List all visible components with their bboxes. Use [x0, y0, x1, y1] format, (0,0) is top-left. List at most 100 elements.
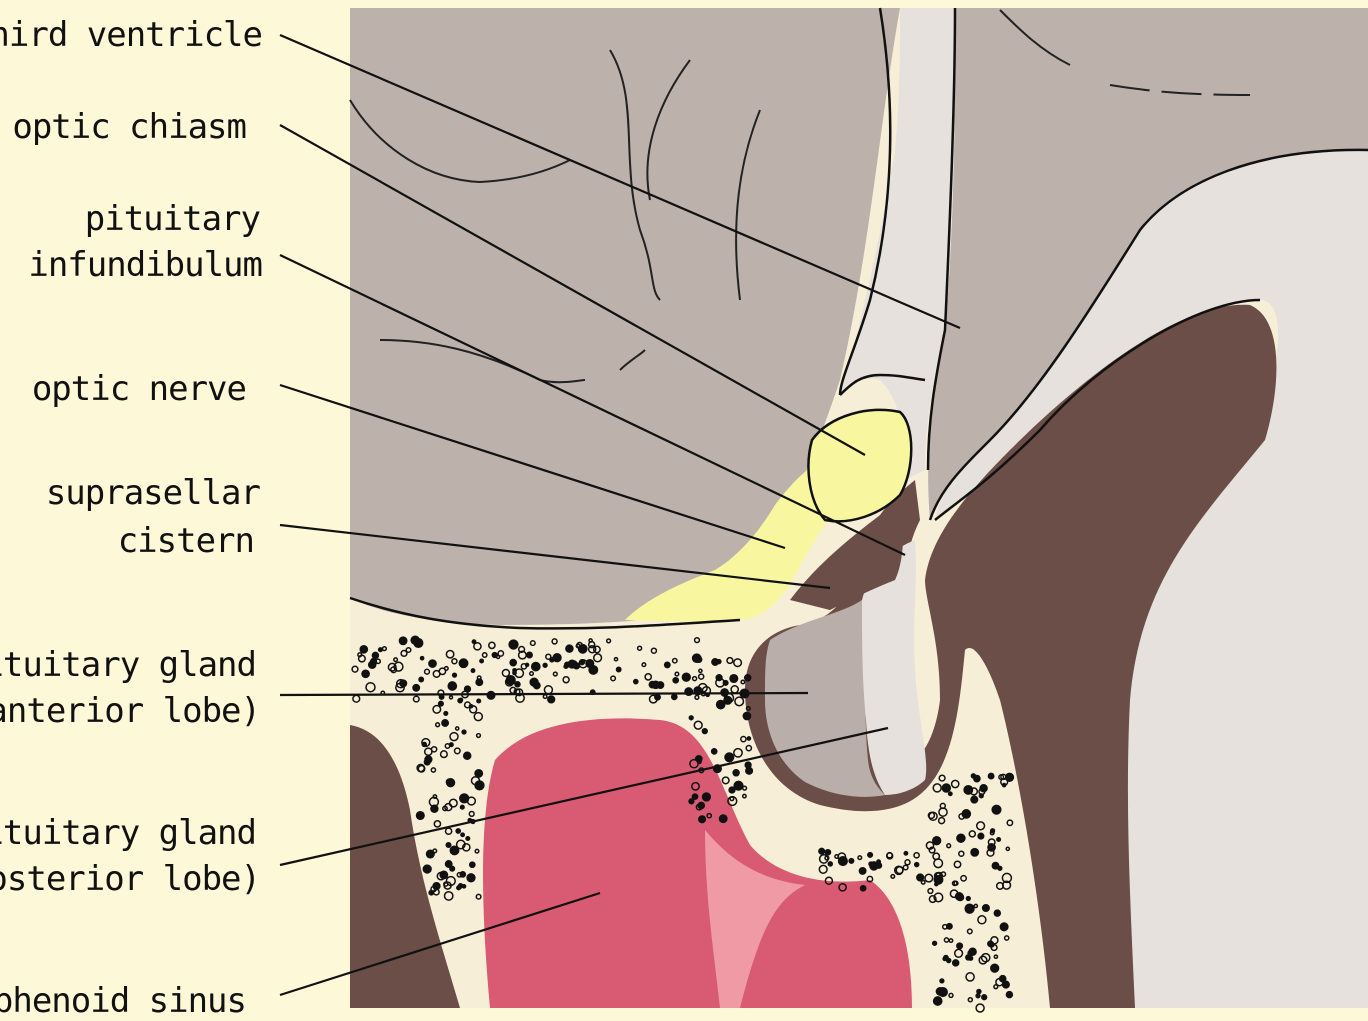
bone-pore [730, 675, 738, 683]
bone-pore [462, 885, 465, 888]
bone-pore [399, 637, 406, 644]
bone-pore [566, 645, 573, 652]
bone-pore [362, 670, 369, 677]
bone-pore [746, 768, 753, 775]
bone-pore [933, 941, 937, 945]
bone-pore [992, 863, 998, 869]
bone-pore [712, 749, 717, 754]
bone-pore [689, 799, 694, 804]
label-pituitary-infundibulum-line1: pituitary [85, 199, 261, 239]
bone-pore [360, 646, 367, 653]
illustration [350, 8, 1368, 1012]
bone-pore [977, 990, 981, 994]
bone-pore [534, 682, 540, 688]
bone-pore [411, 636, 419, 644]
bone-pore [460, 794, 469, 803]
bone-pore [429, 891, 433, 895]
bone-pore [978, 833, 984, 839]
bone-pore [980, 785, 987, 792]
bone-pore [868, 853, 873, 858]
bone-pore [859, 868, 865, 874]
bone-pore [904, 852, 907, 855]
bone-pore [564, 665, 568, 669]
bone-pore [456, 829, 460, 833]
bone-pore [997, 838, 1001, 842]
label-sphenoid-sinus: sphenoid sinus [0, 981, 246, 1021]
bone-pore [933, 837, 941, 845]
bone-pore [652, 681, 659, 688]
bone-pore [745, 675, 751, 681]
bone-pore [743, 712, 750, 719]
bone-pore [427, 850, 435, 858]
bone-pore [723, 681, 728, 686]
bone-pore [422, 742, 426, 746]
bone-pore [682, 673, 690, 681]
bone-pore [548, 696, 555, 703]
bone-pore [553, 654, 561, 662]
bone-pore [716, 675, 722, 681]
labels: third ventricle optic chiasm pituitary i… [0, 15, 262, 1021]
bone-pore [673, 678, 678, 683]
bone-pore [969, 956, 973, 960]
bone-pore [421, 657, 424, 660]
bone-pore [971, 796, 978, 803]
bone-pore [469, 705, 472, 708]
bone-pore [876, 863, 881, 868]
bone-pore [692, 794, 697, 799]
bone-pore [949, 792, 952, 795]
bone-pore [413, 685, 419, 691]
bone-pore [965, 904, 974, 913]
bone-pore [672, 694, 677, 699]
label-anterior-lobe-line2: (anterior lobe) [0, 691, 260, 731]
bone-pore [971, 849, 978, 856]
label-suprasellar-line2: cistern [118, 521, 254, 561]
bone-pore [717, 660, 721, 664]
label-optic-chiasm: optic chiasm [12, 107, 246, 147]
bone-pore [466, 837, 470, 841]
bone-pore [828, 862, 832, 866]
bone-pore [470, 862, 475, 867]
bone-pore [446, 779, 452, 785]
bone-pore [450, 866, 455, 871]
bone-pore [655, 695, 660, 700]
bone-pore [988, 844, 995, 851]
bone-pore [861, 886, 866, 891]
bone-pore [492, 653, 497, 658]
bone-pore [439, 701, 444, 706]
bone-pore [459, 659, 467, 667]
label-suprasellar-line1: suprasellar [46, 473, 261, 513]
bone-pore [1003, 981, 1010, 988]
bone-pore [976, 994, 980, 998]
bone-pore [689, 716, 693, 720]
bone-pore [983, 905, 990, 912]
bone-pore [982, 995, 987, 1000]
bone-pore [476, 679, 482, 685]
bone-pore [458, 699, 462, 703]
bone-pore [991, 964, 999, 972]
bone-pore [425, 756, 432, 763]
bone-pore [966, 897, 970, 901]
bone-pore [467, 874, 475, 882]
bone-pore [371, 659, 376, 664]
bone-pore [471, 669, 474, 672]
bone-pore [442, 720, 448, 726]
bone-pore [725, 753, 734, 762]
bone-pore [693, 654, 701, 662]
bone-pore [934, 997, 942, 1005]
bone-pore [513, 671, 516, 674]
label-third-ventricle: third ventricle [0, 15, 262, 55]
bone-pore [825, 850, 830, 855]
bone-pore [953, 960, 959, 966]
bone-pore [992, 805, 1001, 814]
bone-pore [1000, 923, 1008, 931]
bone-pore [819, 848, 825, 854]
bone-pore [940, 979, 944, 983]
bone-pore [509, 640, 518, 649]
bone-pore [702, 729, 707, 734]
bone-pore [994, 910, 1000, 916]
bone-pore [446, 843, 451, 848]
bone-pore [461, 833, 464, 836]
bone-pore [423, 865, 431, 873]
bone-pore [988, 773, 993, 778]
